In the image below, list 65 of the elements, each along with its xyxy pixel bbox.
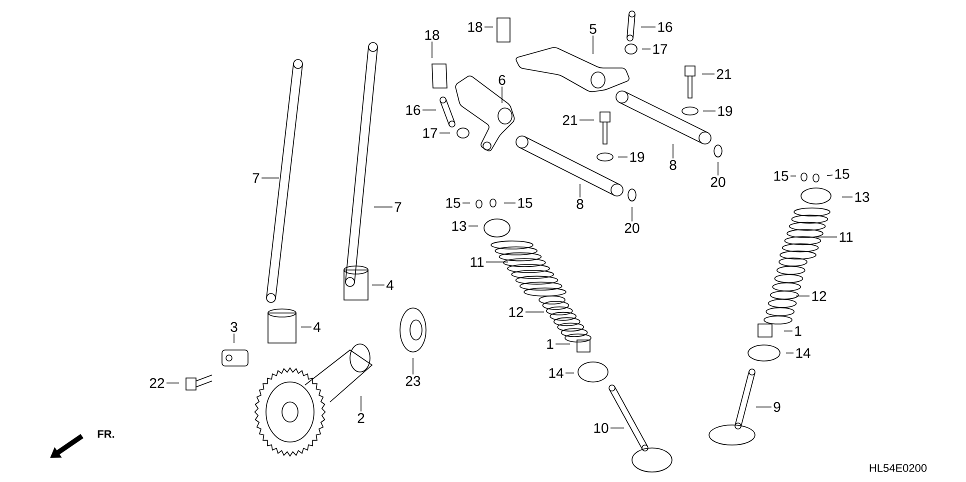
leader-line (374, 206, 393, 208)
leader-line (842, 196, 853, 198)
callout-number: 16 (406, 105, 420, 115)
callout-number: 15 (774, 171, 788, 181)
callout-number: 8 (576, 199, 584, 209)
callout-number: 19 (718, 106, 732, 116)
callout-number: 23 (406, 376, 420, 386)
callout-number: 20 (710, 177, 726, 187)
callout-number: 1 (795, 326, 802, 336)
leader-line (816, 236, 838, 238)
drawing-code: HL54E0200 (870, 464, 927, 472)
leader-line (756, 406, 772, 408)
leader-line (372, 284, 385, 286)
leader-line (786, 352, 794, 354)
callout-number: 4 (386, 280, 394, 290)
callout-number: 10 (594, 423, 608, 433)
leader-line (462, 202, 470, 204)
leader-line (439, 132, 450, 134)
callout-number: 9 (774, 402, 780, 412)
callout-number: 17 (653, 44, 668, 54)
callout-number: 16 (658, 22, 672, 32)
callout-number: 7 (252, 173, 260, 183)
callout-number: 7 (394, 202, 402, 212)
leader-line (565, 372, 574, 374)
callout-number: 15 (446, 198, 460, 208)
callout-number: 15 (518, 198, 532, 208)
leader-line (592, 35, 594, 54)
leader-line (784, 330, 793, 332)
callout-number: 8 (670, 160, 676, 170)
callout-number: 4 (313, 322, 320, 332)
direction-label: FR. (98, 430, 114, 438)
callout-number: 18 (425, 30, 440, 40)
callout-number: 14 (796, 348, 810, 358)
leader-line (672, 144, 674, 159)
callout-number: 5 (590, 24, 596, 34)
leader-line (166, 382, 180, 384)
callout-number: 12 (812, 291, 826, 301)
callout-number: 2 (358, 413, 364, 423)
leader-line (360, 396, 362, 412)
callout-number: 11 (840, 232, 853, 242)
callout-number: 20 (624, 223, 640, 233)
callout-number: 1 (547, 339, 554, 349)
callout-number: 19 (630, 152, 644, 162)
callout-number: 12 (509, 307, 524, 317)
callout-number: 18 (468, 22, 482, 32)
callout-number: 21 (716, 69, 732, 79)
leader-line (640, 26, 656, 28)
callout-number: 22 (150, 378, 164, 388)
leader-line (300, 326, 312, 328)
callout-number: 13 (855, 192, 870, 202)
callout-number: 3 (230, 322, 238, 332)
leader-line (702, 110, 716, 112)
leader-line (642, 48, 651, 50)
leader-line (826, 174, 833, 176)
callout-number: 14 (549, 368, 564, 378)
leader-line (504, 202, 516, 204)
callout-number: 13 (452, 221, 466, 231)
callout-number: 11 (470, 257, 484, 267)
callout-number: 15 (835, 169, 850, 179)
leader-line (618, 156, 628, 158)
leader-line (412, 358, 414, 375)
callout-number: 17 (423, 128, 438, 138)
leader-line (484, 26, 494, 28)
callout-number: 6 (498, 75, 506, 85)
callout-number: 21 (562, 115, 578, 125)
